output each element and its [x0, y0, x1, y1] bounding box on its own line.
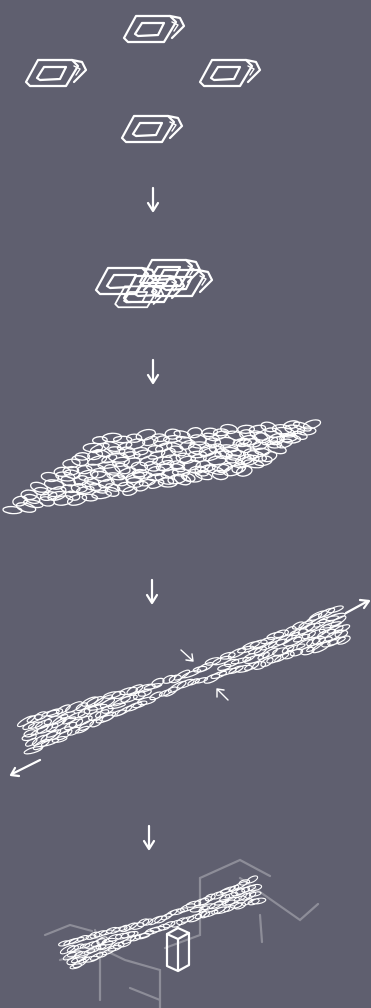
- loop-unit-icon: [124, 16, 184, 42]
- pull-arrow-icon: [11, 760, 40, 776]
- pull-arrow-icon: [346, 600, 369, 613]
- loop-unit-icon: [200, 60, 260, 86]
- down-arrow-icon: [144, 826, 154, 849]
- down-arrow-icon: [148, 188, 158, 211]
- post-block-icon: [167, 928, 189, 971]
- down-arrow-icon: [147, 580, 157, 603]
- stacked-loops-icon: [96, 260, 212, 307]
- pinch-arrow-icon: [181, 650, 193, 661]
- stretched-mesh-icon: [16, 605, 351, 756]
- mesh-sheet-icon: [3, 418, 322, 514]
- separate-units-group: [26, 16, 260, 142]
- mounted-mesh-icon: [58, 874, 266, 969]
- loop-unit-icon: [122, 116, 182, 142]
- pinch-arrow-icon: [217, 689, 228, 700]
- support-frame-icon: [45, 860, 318, 1008]
- loop-unit-icon: [26, 60, 86, 86]
- down-arrow-icon: [148, 360, 158, 383]
